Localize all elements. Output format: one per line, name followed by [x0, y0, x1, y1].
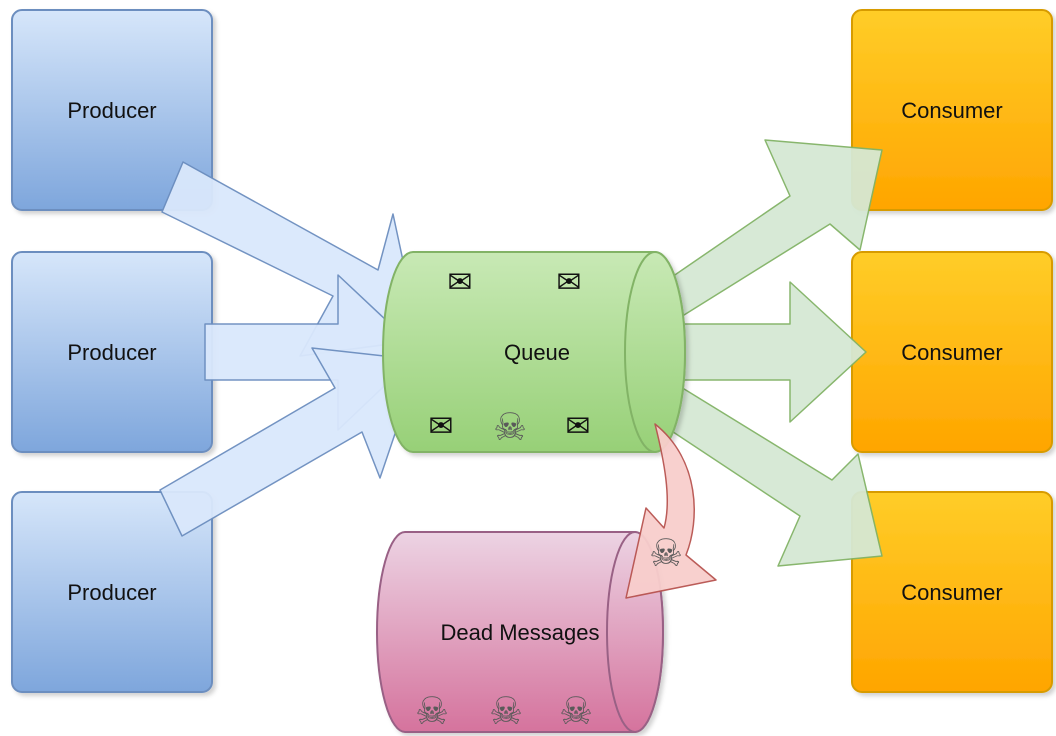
consumer-node-2: Consumer [851, 251, 1053, 453]
consumer-node-3: Consumer [851, 491, 1053, 693]
envelope-icon: ✉ [565, 409, 590, 444]
dead-messages-node: Dead Messages ☠ ☠ ☠ [376, 531, 664, 733]
skull-crossbones-icon: ☠ [493, 405, 527, 449]
arrow-queue-to-consumer-2 [671, 281, 867, 423]
producer-label: Producer [67, 580, 156, 605]
consumer-node-1: Consumer [851, 9, 1053, 211]
dead-messages-label: Dead Messages [441, 620, 600, 645]
arrow-queue-to-consumer-1 [649, 139, 883, 321]
skull-crossbones-icon: ☠ [415, 689, 449, 733]
consumer-label: Consumer [901, 340, 1002, 365]
skull-crossbones-icon: ☠ [649, 531, 683, 575]
skull-crossbones-icon: ☠ [489, 689, 523, 733]
producer-node-2: Producer [11, 251, 213, 453]
producer-label: Producer [67, 340, 156, 365]
arrow-queue-to-dead-messages: ☠ [625, 423, 717, 599]
envelope-icon: ✉ [556, 265, 581, 300]
producer-label: Producer [67, 98, 156, 123]
arrow-queue-to-consumer-3 [651, 383, 883, 567]
skull-crossbones-icon: ☠ [559, 689, 593, 733]
consumer-label: Consumer [901, 580, 1002, 605]
queue-node: Queue ✉ ✉ ✉ ☠ ✉ [382, 251, 686, 453]
producer-node-3: Producer [11, 491, 213, 693]
envelope-icon: ✉ [447, 265, 472, 300]
consumer-label: Consumer [901, 98, 1002, 123]
envelope-icon: ✉ [428, 409, 453, 444]
queue-label: Queue [504, 340, 570, 365]
producer-node-1: Producer [11, 9, 213, 211]
